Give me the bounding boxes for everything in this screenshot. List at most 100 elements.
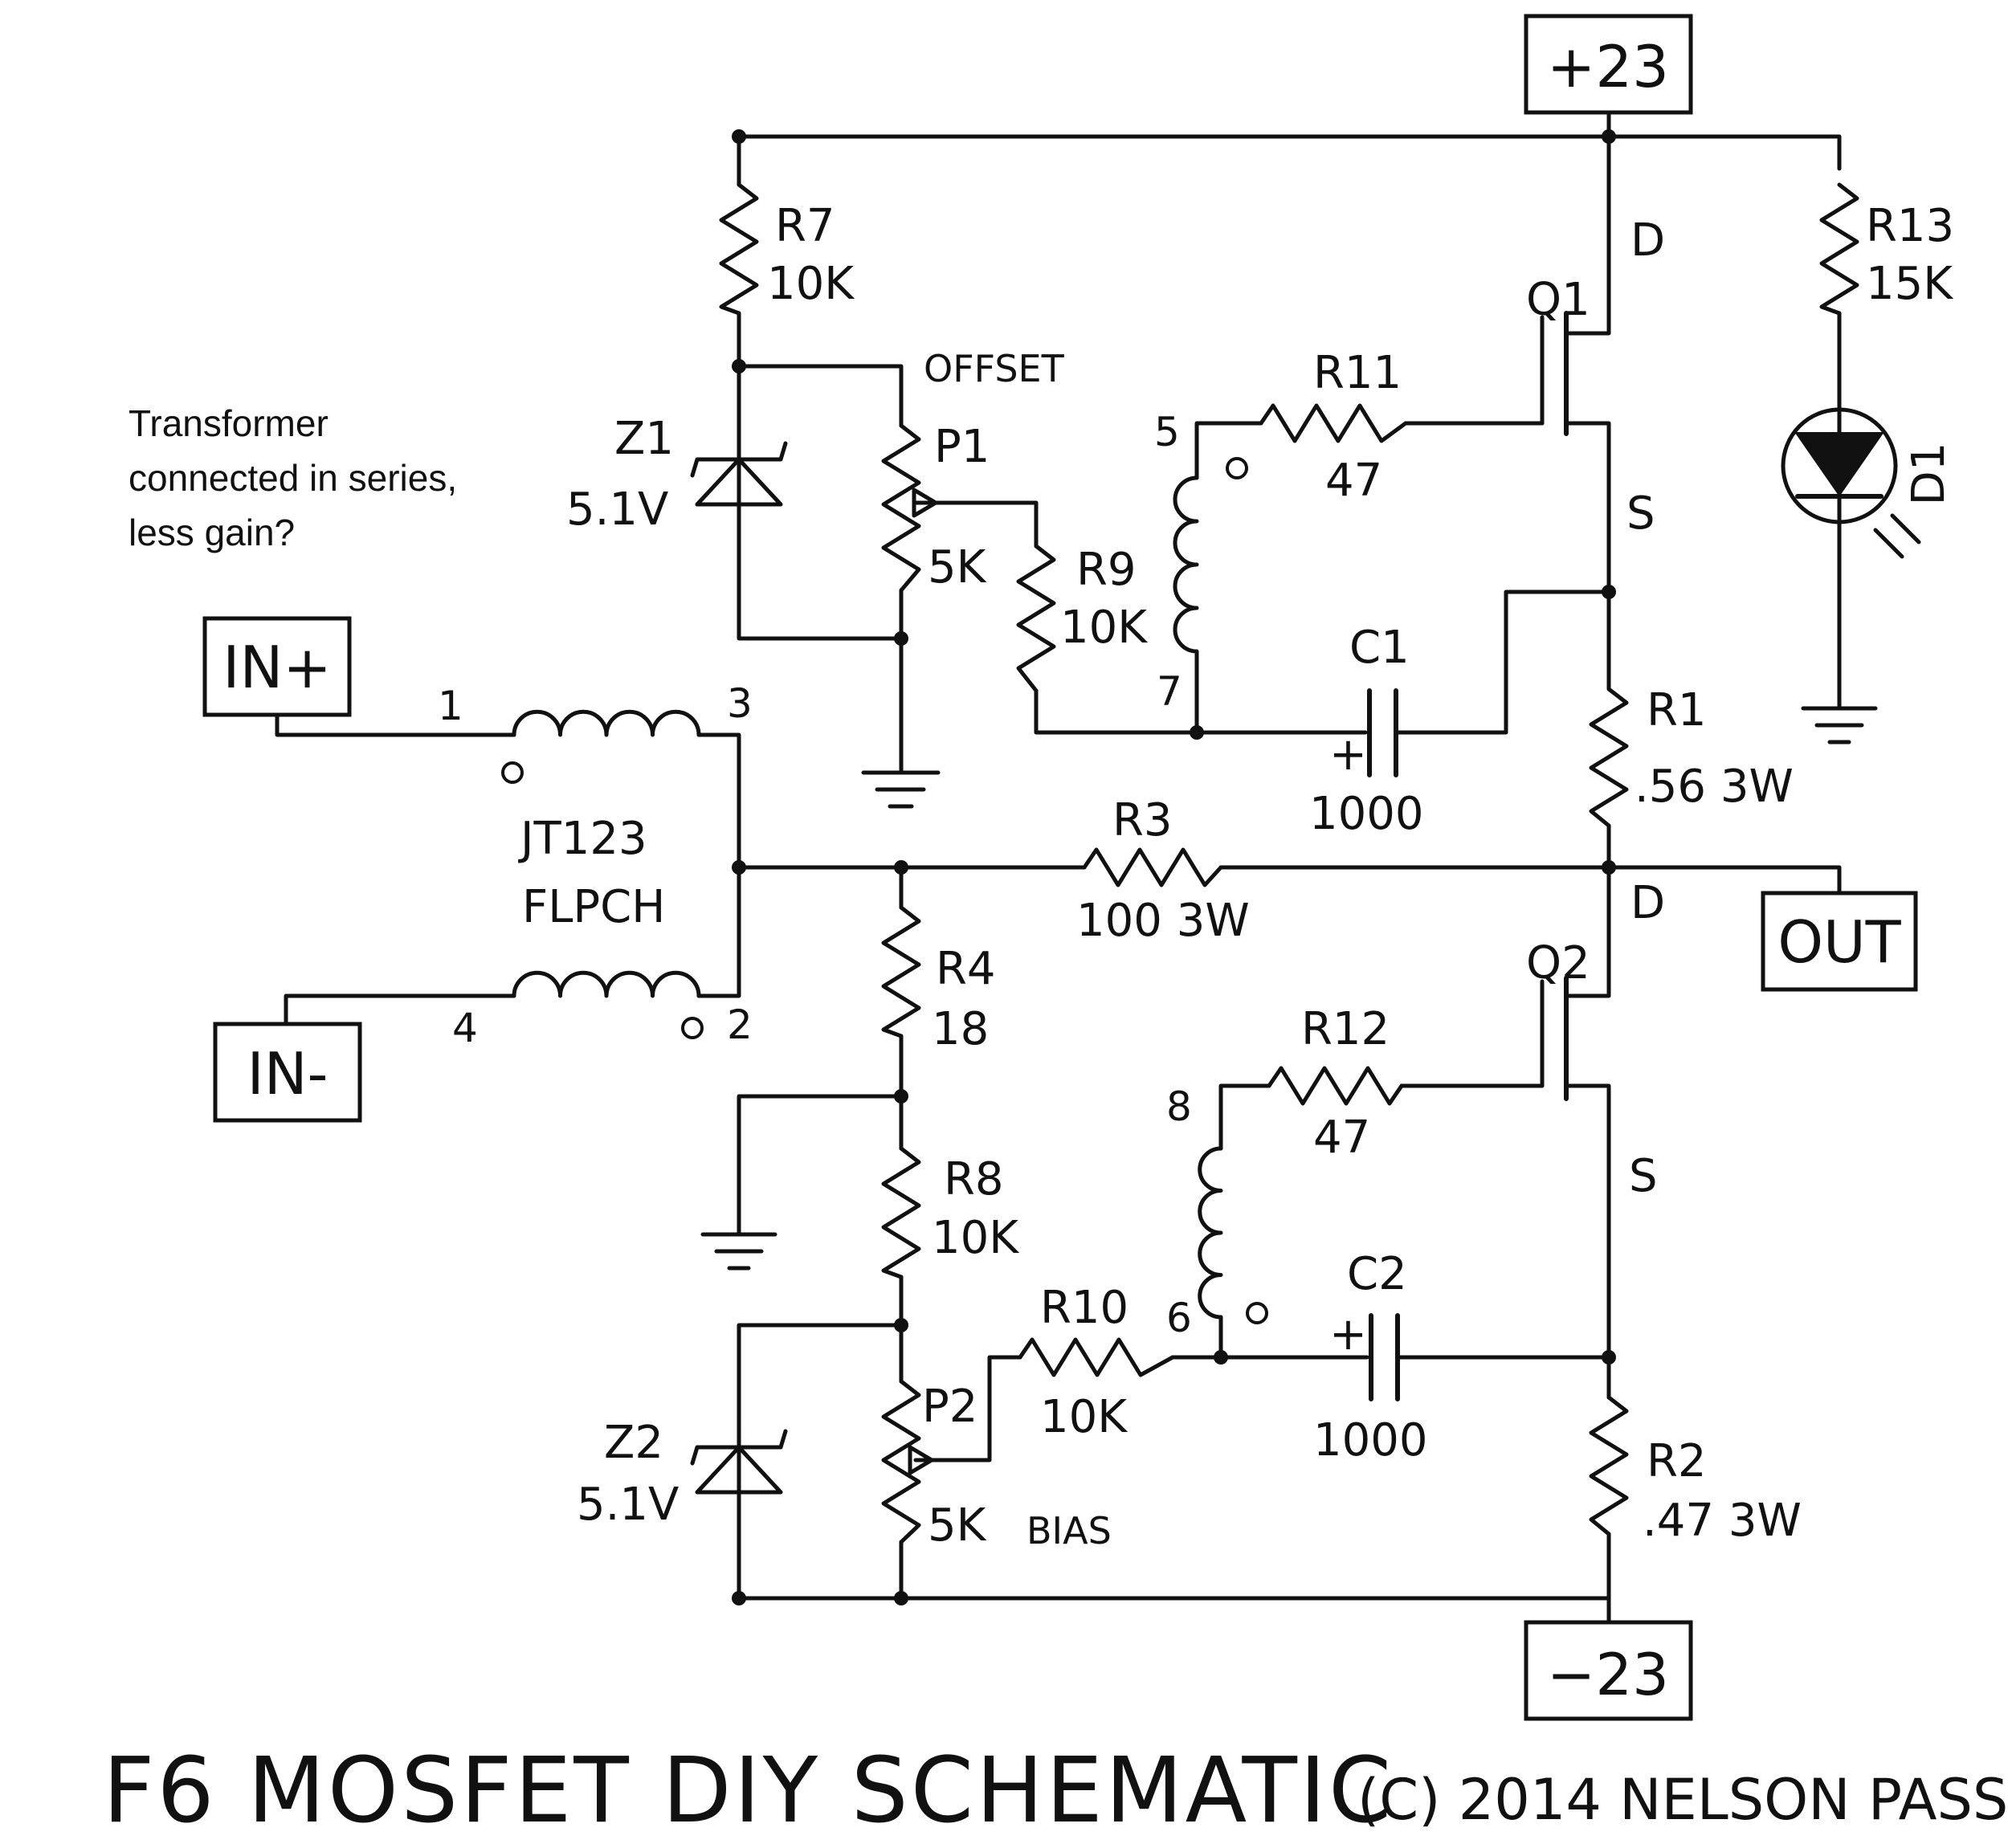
wires [275, 110, 1842, 1625]
r1-name: R1 [1647, 684, 1707, 736]
terminal-in-neg: IN- [213, 1022, 362, 1123]
resistor-r3-symbol [1082, 847, 1223, 887]
z2-value: 5.1V [577, 1479, 679, 1531]
schematic-title: F6 MOSFET DIY SCHEMATIC [103, 1739, 1394, 1843]
pin-3: 3 [727, 680, 753, 727]
resistor-r8-symbol [881, 1146, 921, 1279]
terminal-vpos-label: +23 [1547, 33, 1669, 100]
c1-polarity: + [1329, 728, 1367, 781]
junction-dots [732, 129, 1616, 1605]
note-line-3: less gain? [129, 512, 295, 553]
p1-function: OFFSET [924, 347, 1065, 390]
r8-value: 10K [932, 1212, 1019, 1264]
pin-7: 7 [1157, 668, 1182, 715]
r10-value: 10K [1040, 1391, 1128, 1443]
component-labels: R7 10K R13 15K R11 47 R9 10K R1 .56 3W R… [518, 200, 1955, 1552]
z1-name: Z1 [614, 413, 674, 465]
phase-dot-2 [681, 1017, 704, 1039]
mosfet-q1-symbol [1540, 311, 1569, 436]
resistor-r13-symbol [1819, 182, 1859, 316]
led-d1-symbol [1781, 407, 1921, 559]
c1-name: C1 [1349, 622, 1410, 674]
terminal-out-label: OUT [1777, 908, 1901, 976]
r9-value: 10K [1060, 602, 1148, 654]
r11-name: R11 [1313, 347, 1402, 399]
resistor-r9-symbol [1016, 544, 1056, 693]
z1-value: 5.1V [566, 483, 668, 536]
zener-z1-symbol [690, 431, 788, 524]
r1-value: .56 3W [1635, 761, 1794, 813]
pin-4: 4 [452, 1005, 478, 1051]
pin-6: 6 [1166, 1295, 1192, 1341]
copyright-notice: (C) 2014 NELSON PASS [1357, 1767, 2008, 1833]
p1-name: P1 [934, 421, 990, 473]
resistor-r10-symbol [1018, 1337, 1175, 1377]
ground-d1-symbol [1801, 706, 1878, 745]
q1-name: Q1 [1526, 274, 1590, 326]
pin-2: 2 [727, 1002, 753, 1048]
q1-source: S [1626, 487, 1655, 540]
r4-value: 18 [932, 1003, 989, 1055]
resistor-r11-symbol [1259, 403, 1408, 443]
q2-drain: D [1630, 877, 1665, 929]
pin-1: 1 [438, 683, 463, 729]
ground-r8-symbol [700, 1232, 777, 1271]
r4-name: R4 [936, 943, 996, 995]
capacitor-c1-symbol: + [1329, 688, 1398, 781]
c2-value: 1000 [1313, 1414, 1428, 1467]
r3-name: R3 [1112, 794, 1173, 846]
q2-name: Q2 [1526, 937, 1590, 989]
q2-source: S [1629, 1150, 1658, 1202]
pin-5: 5 [1154, 409, 1180, 455]
terminal-in-pos-label: IN+ [222, 634, 331, 701]
p1-value: 5K [928, 541, 987, 594]
r8-name: R8 [944, 1153, 1004, 1205]
r12-name: R12 [1301, 1003, 1390, 1055]
c1-value: 1000 [1309, 788, 1424, 840]
note-line-2: connected in series, [129, 457, 457, 499]
r12-value: 47 [1313, 1112, 1370, 1164]
r11-value: 47 [1325, 455, 1382, 507]
r13-value: 15K [1866, 258, 1953, 310]
phase-dot-6 [1246, 1302, 1268, 1324]
terminal-vpos: +23 [1524, 14, 1693, 115]
z2-name: Z2 [604, 1417, 663, 1469]
c2-polarity: + [1329, 1308, 1367, 1361]
terminal-vneg-label: −23 [1547, 1641, 1669, 1708]
r13-name: R13 [1866, 200, 1954, 252]
p2-name: P2 [922, 1381, 977, 1433]
r9-name: R9 [1076, 544, 1137, 596]
r10-name: R10 [1040, 1282, 1128, 1334]
resistor-r2-symbol [1589, 1395, 1629, 1536]
pin-8: 8 [1166, 1083, 1192, 1130]
mosfet-q2-symbol [1540, 976, 1569, 1101]
r2-name: R2 [1647, 1435, 1707, 1487]
terminal-in-pos: IN+ [202, 616, 352, 717]
terminal-out: OUT [1761, 891, 1918, 992]
transformer-line2: FLPCH [522, 881, 665, 933]
terminal-vneg: −23 [1524, 1620, 1693, 1721]
resistor-r12-symbol [1267, 1066, 1404, 1106]
note-line-1: Transformer [129, 402, 329, 444]
capacitor-c2-symbol: + [1329, 1308, 1400, 1401]
potentiometer-p2-symbol [881, 1379, 934, 1544]
r7-value: 10K [767, 258, 855, 310]
terminal-in-neg-label: IN- [247, 1040, 328, 1108]
c2-name: C2 [1347, 1248, 1407, 1300]
transformer-jt123-symbol [501, 457, 1268, 1324]
resistor-r1-symbol [1589, 687, 1629, 828]
p2-function: BIAS [1026, 1509, 1112, 1552]
phase-dot-1 [501, 761, 524, 784]
r7-name: R7 [775, 200, 835, 252]
d1-name: D1 [1903, 443, 1955, 506]
q1-drain: D [1630, 214, 1665, 267]
phase-dot-5 [1226, 457, 1248, 479]
resistor-r7-symbol [719, 182, 759, 316]
zener-z2-symbol [690, 1419, 788, 1512]
p2-value: 5K [928, 1499, 987, 1552]
transformer-line1: JT123 [518, 813, 647, 865]
r3-value: 100 3W [1076, 895, 1250, 947]
r2-value: .47 3W [1643, 1495, 1802, 1547]
resistor-r4-symbol [881, 905, 921, 1038]
